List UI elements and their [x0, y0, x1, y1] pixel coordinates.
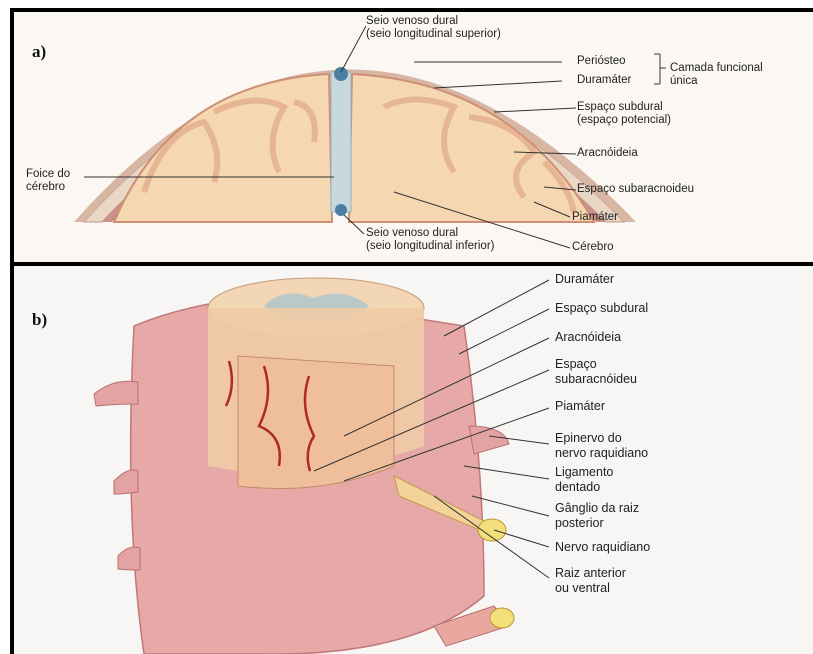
label-subaracnoideu-a: Espaço subaracnoideu — [577, 183, 694, 196]
label-aracnoideia-a: Aracnóideia — [577, 147, 638, 160]
label-periosteo: Periósteo — [577, 55, 626, 68]
label-ganglio-raiz-posterior: Gânglio da raiz posterior — [555, 501, 639, 531]
label-espaco-subaracnoideu-b: Espaço subaracnóideu — [555, 357, 637, 387]
label-epinervo: Epinervo do nervo raquidiano — [555, 431, 648, 461]
label-foice-cerebro: Foice do cérebro — [26, 168, 70, 194]
label-espaco-subdural-a: Espaço subdural (espaço potencial) — [577, 101, 671, 127]
panel-b-spinal-meninges: b) — [10, 266, 813, 654]
label-duramater-a: Duramáter — [577, 74, 631, 87]
label-ligamento-dentado: Ligamento dentado — [555, 465, 613, 495]
label-aracnoideia-b: Aracnóideia — [555, 330, 621, 345]
label-seio-inferior: Seio venoso dural (seio longitudinal inf… — [366, 227, 494, 253]
label-espaco-subdural-b: Espaço subdural — [555, 301, 648, 316]
label-seio-superior: Seio venoso dural (seio longitudinal sup… — [366, 15, 501, 41]
label-raiz-anterior: Raiz anterior ou ventral — [555, 566, 626, 596]
label-piamater-b: Piamáter — [555, 399, 605, 414]
label-piamater-a: Piamáter — [572, 211, 618, 224]
label-nervo-raquidiano: Nervo raquidiano — [555, 540, 650, 555]
label-cerebro: Cérebro — [572, 241, 614, 254]
label-camada-funcional: Camada funcional única — [670, 62, 763, 88]
label-duramater-b: Duramáter — [555, 272, 614, 287]
panel-a-brain-meninges: a) — [10, 8, 813, 266]
spinal-cord-illustration — [14, 266, 813, 654]
